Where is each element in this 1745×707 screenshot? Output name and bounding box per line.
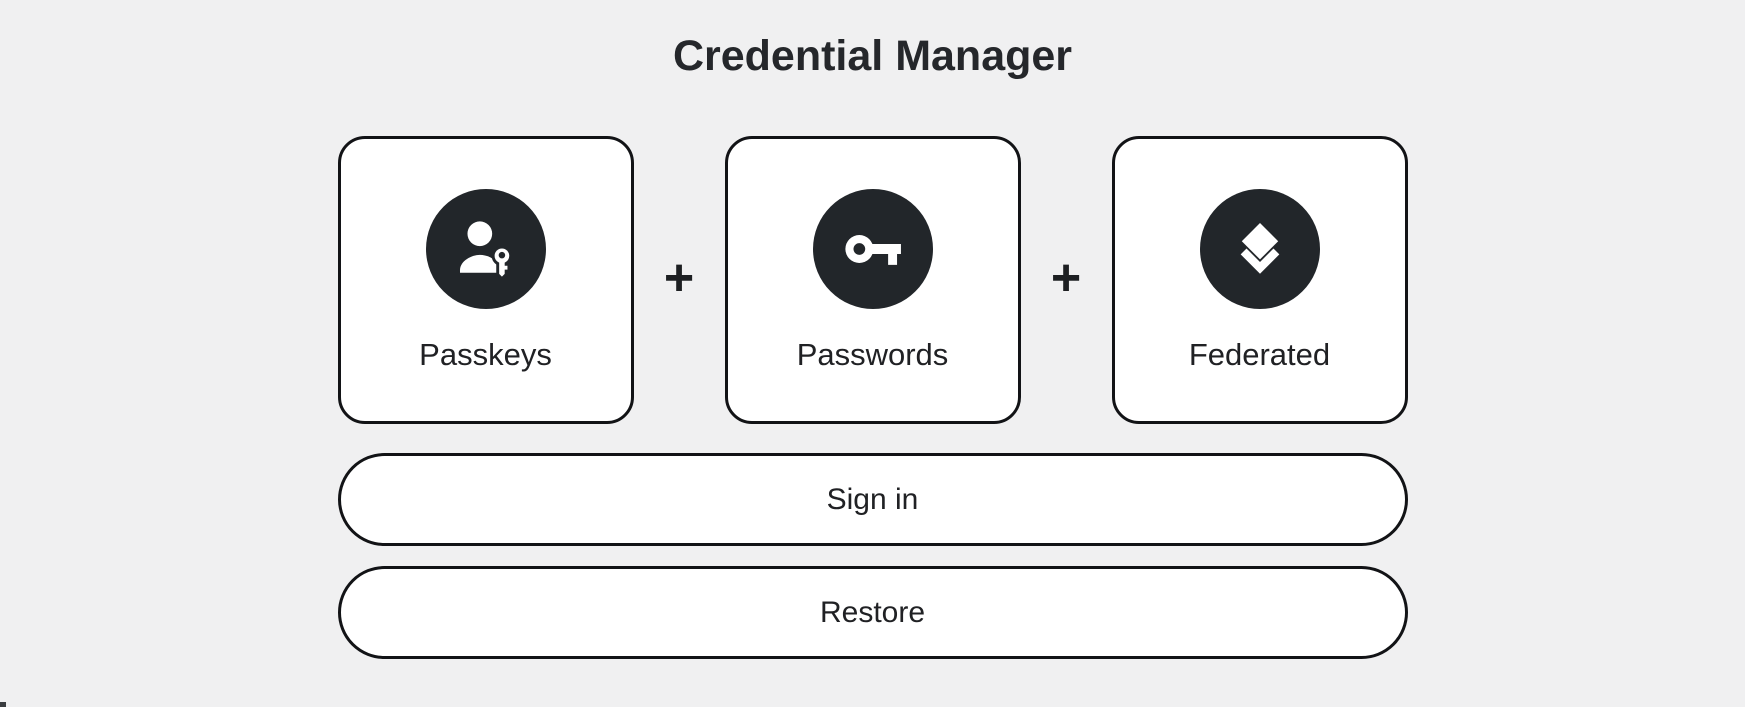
card-federated: Federated <box>1111 136 1408 424</box>
sign-in-button[interactable]: Sign in <box>337 453 1408 546</box>
main-content: Passkeys + Passwords + <box>337 136 1408 659</box>
passkeys-icon-circle <box>425 189 546 309</box>
credential-types-row: Passkeys + Passwords + <box>337 136 1408 424</box>
restore-button[interactable]: Restore <box>337 566 1408 659</box>
plus-separator: + <box>1050 249 1082 307</box>
passkey-person-key-icon <box>459 221 512 280</box>
federated-icon-circle <box>1199 189 1320 309</box>
card-label-federated: Federated <box>1188 337 1331 372</box>
passwords-icon-circle <box>812 189 933 309</box>
card-passkeys: Passkeys <box>337 136 634 424</box>
plus-separator: + <box>663 249 695 307</box>
key-icon <box>844 235 901 265</box>
screen-corner-artifact <box>0 702 6 707</box>
card-passwords: Passwords <box>724 136 1021 424</box>
card-label-passwords: Passwords <box>796 337 949 372</box>
card-label-passkeys: Passkeys <box>419 337 552 372</box>
stacked-layers-icon <box>1240 223 1279 274</box>
page-title: Credential Manager <box>672 32 1073 80</box>
